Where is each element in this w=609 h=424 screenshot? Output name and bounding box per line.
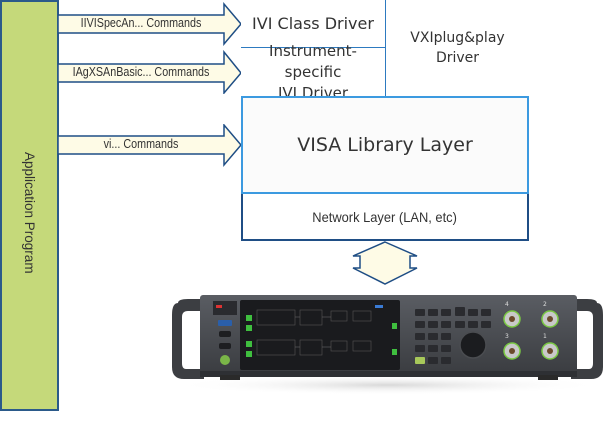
ivi-class-driver-label: IVI Class Driver: [252, 14, 374, 33]
instrument-illustration: 4 2 3 1: [172, 295, 603, 395]
arrow-instrument-specific-commands: IAgXSAnBasic... Commands: [58, 50, 242, 94]
application-program-label: Application Program: [22, 152, 37, 274]
vxi-label-line2: Driver: [435, 50, 480, 66]
rf-ports: [503, 310, 559, 360]
arrow-visa-commands: vi... Commands: [58, 124, 242, 168]
double-arrow-icon: [352, 241, 418, 285]
arrow-label: IIVISpecAn... Commands: [80, 16, 202, 30]
instrument-image: 4 2 3 1: [170, 285, 605, 395]
usb-port: [218, 320, 232, 326]
arrow-ivi-class-commands: IIVISpecAn... Commands: [58, 2, 242, 46]
keypad: [415, 307, 491, 364]
port-label: 1: [543, 333, 547, 340]
visa-library-layer-box: VISA Library Layer: [241, 96, 529, 194]
right-arrow-icon: [58, 50, 242, 94]
power-button: [220, 355, 230, 365]
left-handle: [172, 299, 204, 379]
right-arrow-icon: [58, 124, 242, 168]
instrument-specific-ivi-driver-box: Instrument-specific IVI Driver: [241, 42, 386, 102]
rotary-knob: [459, 331, 487, 359]
ivi-class-driver-box: IVI Class Driver: [241, 0, 386, 48]
right-arrow-icon: [58, 2, 242, 46]
network-layer-label: Network Layer (LAN, etc): [312, 208, 458, 225]
network-layer-box: Network Layer (LAN, etc): [241, 194, 529, 241]
port-label: 2: [543, 301, 547, 308]
right-handle: [571, 299, 603, 379]
arrow-label: vi... Commands: [103, 137, 179, 151]
instrument-screen: [240, 300, 400, 370]
bidirectional-arrow: [345, 240, 425, 290]
application-program-panel: Application Program: [0, 0, 59, 411]
arrow-label: IAgXSAnBasic... Commands: [72, 65, 210, 79]
instrument-specific-label-line1: Instrument-specific: [269, 41, 357, 81]
vxi-label-line1: VXIplug&play: [410, 30, 505, 46]
port-label: 3: [505, 333, 509, 340]
preset-key: [415, 357, 425, 364]
vxiplugplay-driver-box: VXIplug&play Driver: [386, 0, 529, 96]
visa-library-layer-label: VISA Library Layer: [297, 134, 473, 156]
port-label: 4: [505, 301, 509, 308]
